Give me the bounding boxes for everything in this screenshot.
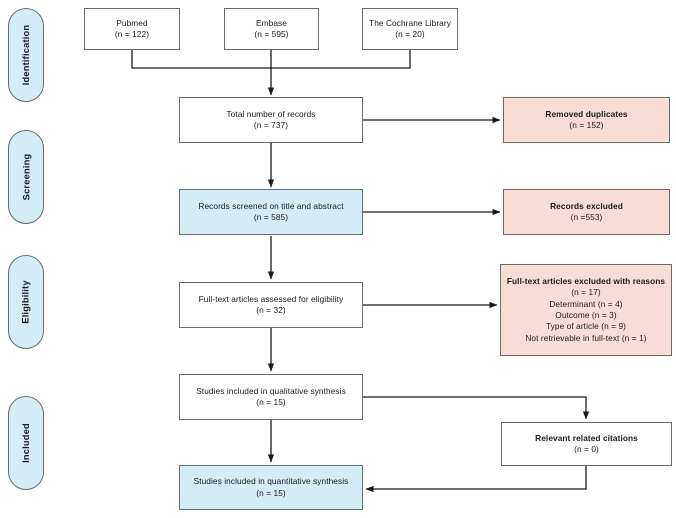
node-qualitative-line-0: Studies included in qualitative synthesi… (196, 385, 346, 396)
node-cochrane-line-0: The Cochrane Library (369, 17, 451, 28)
node-embase-line-1: (n = 595) (254, 29, 289, 39)
node-citations-line-0: Relevant related citations (535, 432, 638, 443)
node-duplicates-line-1: (n = 152) (569, 120, 604, 130)
node-fulltext-excluded-reasons: Full-text articles excluded with reasons… (500, 264, 672, 356)
stage-pill-included: Included (8, 396, 44, 490)
node-quantitative-line-0: Studies included in quantitative synthes… (193, 476, 349, 487)
connector-qualitative-to-citations (363, 396, 590, 420)
node-quantitative-synthesis: Studies included in quantitative synthes… (179, 465, 363, 510)
stage-label-screening: Screening (21, 153, 31, 201)
stage-pill-identification: Identification (8, 8, 44, 102)
node-reasons-line-1: (n = 17) (571, 287, 601, 298)
node-duplicates-line-0: Removed duplicates (545, 108, 628, 119)
node-records-excluded: Records excluded (n =553) (503, 189, 670, 235)
node-fulltext-assessed: Full-text articles assessed for eligibil… (179, 282, 363, 328)
stage-label-eligibility: Eligibility (21, 280, 31, 324)
node-excluded-line-0: Records excluded (550, 200, 623, 211)
node-screened-line-1: (n = 585) (253, 212, 289, 222)
node-excluded-line-1: (n =553) (570, 212, 603, 222)
stage-label-included: Included (21, 423, 31, 463)
node-pubmed-line-0: Pubmed (116, 17, 148, 28)
connector-citations-to-quantitative (365, 466, 587, 493)
node-relevant-citations: Relevant related citations (n = 0) (501, 422, 672, 466)
node-quantitative-line-1: (n = 15) (256, 487, 286, 498)
connector-pubmed-to-total (131, 50, 271, 69)
node-reasons-line-5: Not retrievable in full-text (n = 1) (525, 332, 647, 343)
node-screened-line-0: Records screened on title and abstract (198, 200, 344, 211)
node-total-records: Total number of records (n = 737) (179, 97, 363, 143)
node-pubmed-line-1: (n = 122) (114, 29, 150, 39)
node-citations-line-1: (n = 0) (574, 444, 599, 454)
node-removed-duplicates: Removed duplicates (n = 152) (503, 97, 670, 143)
node-fulltext-line-1: (n = 32) (256, 305, 286, 315)
node-reasons-line-4: Type of article (n = 9) (545, 321, 627, 332)
node-reasons-line-2: Determinant (n = 4) (549, 298, 623, 309)
node-reasons-line-0: Full-text articles excluded with reasons (506, 275, 666, 286)
node-embase-line-0: Embase (256, 17, 287, 28)
node-total-line-0: Total number of records (226, 108, 316, 119)
node-embase: Embase (n = 595) (224, 8, 319, 50)
node-reasons-line-3: Outcome (n = 3) (555, 310, 617, 320)
node-cochrane-library: The Cochrane Library (n = 20) (362, 8, 458, 50)
node-fulltext-line-0: Full-text articles assessed for eligibil… (198, 293, 344, 304)
node-records-screened: Records screened on title and abstract (… (179, 189, 363, 235)
node-pubmed: Pubmed (n = 122) (84, 8, 180, 50)
stage-label-identification: Identification (21, 24, 32, 86)
node-total-line-1: (n = 737) (253, 120, 289, 130)
node-cochrane-line-1: (n = 20) (395, 29, 425, 39)
stage-pill-screening: Screening (8, 130, 44, 224)
node-qualitative-line-1: (n = 15) (256, 397, 286, 407)
node-qualitative-synthesis: Studies included in qualitative synthesi… (179, 374, 363, 420)
connector-cochrane-to-total (271, 50, 411, 69)
stage-pill-eligibility: Eligibility (8, 255, 44, 349)
